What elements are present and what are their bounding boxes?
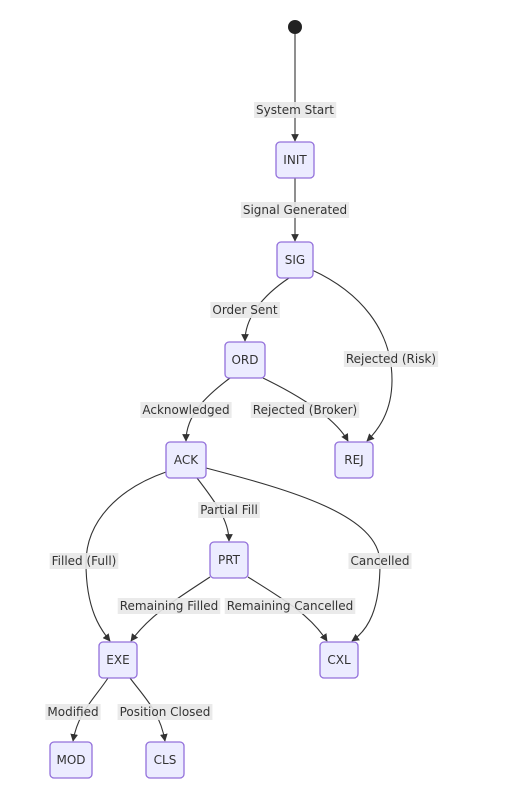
transition-label-ack-prt: Partial Fill bbox=[198, 502, 260, 518]
state-label: PRT bbox=[218, 553, 241, 567]
state-label: CXL bbox=[327, 653, 351, 667]
state-box bbox=[165, 441, 207, 479]
transition-label-text: Remaining Filled bbox=[120, 599, 219, 613]
transition-label-text: Filled (Full) bbox=[52, 554, 117, 568]
transition-label-text: Remaining Cancelled bbox=[227, 599, 354, 613]
transition-label-background bbox=[210, 302, 280, 318]
transition-ack-cxl bbox=[205, 467, 381, 642]
transition-label-background bbox=[254, 102, 337, 118]
state-node-cls[interactable]: CLS bbox=[145, 741, 185, 779]
transition-label-exe-mod: Modified bbox=[45, 704, 101, 720]
transition-label-text: Cancelled bbox=[351, 554, 410, 568]
state-node-exe[interactable]: EXE bbox=[98, 641, 138, 679]
transition-label-prt-exe: Remaining Filled bbox=[117, 598, 221, 614]
transition-label-background bbox=[45, 704, 101, 720]
transition-label-exe-cls: Position Closed bbox=[117, 704, 213, 720]
transition-label-background bbox=[198, 502, 260, 518]
state-label: REJ bbox=[344, 453, 363, 467]
state-box bbox=[334, 441, 374, 479]
state-label: EXE bbox=[106, 653, 129, 667]
transition-label-ack-exe: Filled (Full) bbox=[49, 553, 119, 569]
transition-label-text: Modified bbox=[47, 705, 98, 719]
transition-label-background bbox=[343, 351, 439, 367]
state-node-cxl[interactable]: CXL bbox=[319, 641, 359, 679]
state-label: CLS bbox=[154, 753, 177, 767]
state-label: INIT bbox=[283, 153, 307, 167]
transition-label-background bbox=[140, 402, 232, 418]
transition-label-background bbox=[224, 598, 356, 614]
state-box bbox=[275, 141, 315, 179]
state-box bbox=[224, 341, 266, 379]
transition-label-text: System Start bbox=[256, 103, 334, 117]
transition-label-sig-rej: Rejected (Risk) bbox=[343, 351, 439, 367]
transition-label-ord-ack: Acknowledged bbox=[140, 402, 232, 418]
state-node-init[interactable]: INIT bbox=[275, 141, 315, 179]
start-state-dot bbox=[288, 20, 302, 34]
state-node-ack[interactable]: ACK bbox=[165, 441, 207, 479]
transition-label-start-init: System Start bbox=[254, 102, 337, 118]
state-label: SIG bbox=[285, 253, 305, 267]
transition-label-text: Position Closed bbox=[120, 705, 211, 719]
transition-label-text: Signal Generated bbox=[243, 203, 347, 217]
state-node-rej[interactable]: REJ bbox=[334, 441, 374, 479]
transition-label-background bbox=[117, 598, 221, 614]
transition-label-ack-cxl: Cancelled bbox=[348, 553, 412, 569]
transition-label-prt-cxl: Remaining Cancelled bbox=[224, 598, 356, 614]
state-label: MOD bbox=[56, 753, 85, 767]
transition-label-text: Rejected (Broker) bbox=[253, 403, 357, 417]
state-label: ORD bbox=[231, 353, 258, 367]
state-node-ord[interactable]: ORD bbox=[224, 341, 266, 379]
state-box bbox=[276, 241, 314, 279]
state-node-prt[interactable]: PRT bbox=[209, 541, 249, 579]
state-box bbox=[98, 641, 138, 679]
state-box bbox=[319, 641, 359, 679]
transition-label-background bbox=[250, 402, 360, 418]
transition-label-text: Order Sent bbox=[212, 303, 278, 317]
transition-label-background bbox=[348, 553, 412, 569]
transition-label-background bbox=[49, 553, 119, 569]
transition-label-background bbox=[117, 704, 213, 720]
state-box bbox=[49, 741, 93, 779]
state-node-sig[interactable]: SIG bbox=[276, 241, 314, 279]
transition-sig-rej bbox=[311, 269, 393, 442]
state-node-mod[interactable]: MOD bbox=[49, 741, 93, 779]
transition-label-text: Rejected (Risk) bbox=[346, 352, 436, 366]
state-box bbox=[209, 541, 249, 579]
transition-label-background bbox=[240, 202, 350, 218]
state-label: ACK bbox=[174, 453, 199, 467]
transition-label-init-sig: Signal Generated bbox=[240, 202, 350, 218]
transition-label-text: Acknowledged bbox=[142, 403, 229, 417]
transition-label-text: Partial Fill bbox=[200, 503, 258, 517]
transition-label-sig-ord: Order Sent bbox=[210, 302, 280, 318]
state-box bbox=[145, 741, 185, 779]
transition-label-ord-rej: Rejected (Broker) bbox=[250, 402, 360, 418]
